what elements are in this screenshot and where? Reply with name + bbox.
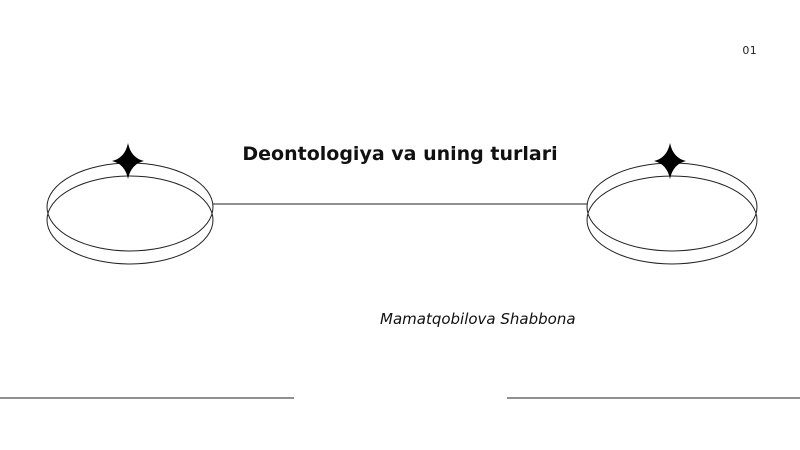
slide-title: Deontologiya va uning turlari xyxy=(242,143,558,165)
right-ring-decoration xyxy=(586,162,758,265)
left-ring-decoration xyxy=(46,162,214,265)
four-point-star-icon xyxy=(112,143,144,179)
page-number: 01 xyxy=(742,44,757,57)
four-point-star-icon xyxy=(654,143,686,179)
author-name: Mamatqobilova Shabbona xyxy=(380,310,576,328)
